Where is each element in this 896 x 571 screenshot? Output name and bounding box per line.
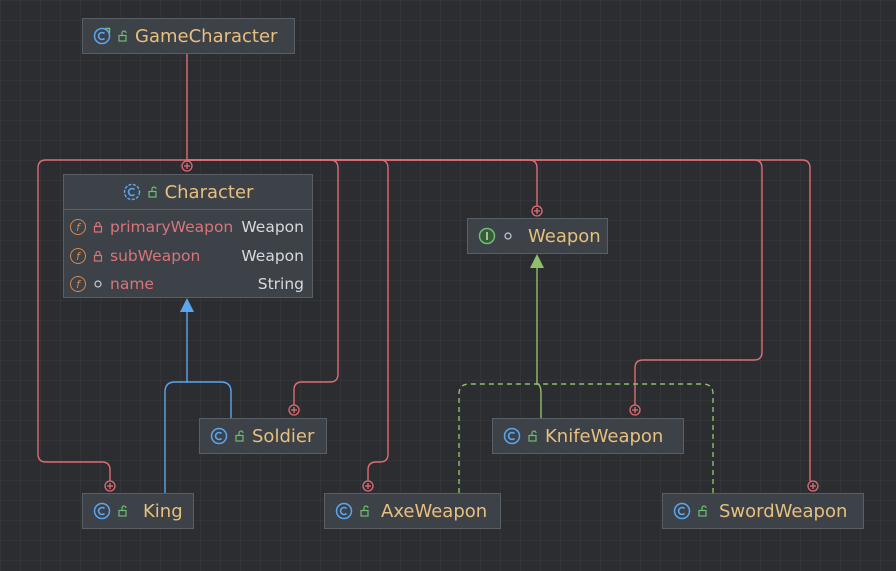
private-lock-icon (93, 250, 103, 262)
node-header: King (83, 494, 193, 528)
node-soldier[interactable]: Soldier (199, 418, 327, 454)
inner-marker-character (181, 160, 193, 172)
node-header: SwordWeapon (663, 494, 863, 528)
public-access-icon (360, 505, 369, 517)
abstract-class-icon (123, 183, 140, 201)
public-access-icon (118, 30, 127, 42)
class-icon (503, 427, 521, 445)
node-header: AxeWeapon (325, 494, 500, 528)
node-header: Weapon (468, 219, 607, 253)
field-type: Weapon (241, 246, 304, 265)
inner-marker-knifeweapon (629, 404, 641, 416)
package-private-icon (504, 232, 512, 240)
package-private-icon (94, 280, 102, 288)
field-row[interactable]: f subWeapon Weapon (70, 242, 304, 271)
edge-knifeweapon-implements-weapon (536, 266, 542, 418)
edge-king-extends-character (164, 310, 188, 493)
class-icon (335, 502, 353, 520)
node-gamecharacter[interactable]: GameCharacter (82, 18, 295, 54)
public-access-icon (118, 505, 127, 517)
public-access-icon (528, 430, 537, 442)
node-weapon[interactable]: Weapon (467, 218, 608, 254)
field-name: primaryWeapon (110, 218, 234, 237)
inner-marker-soldier (288, 404, 300, 416)
field-type: String (257, 275, 304, 294)
public-access-icon (698, 505, 707, 517)
field-icon: f (70, 219, 86, 236)
class-icon (673, 502, 691, 520)
field-icon: f (70, 276, 86, 293)
field-row[interactable]: f name String (70, 270, 304, 299)
node-knifeweapon[interactable]: KnifeWeapon (492, 418, 684, 454)
inner-marker-axeweapon (362, 480, 374, 492)
node-header: KnifeWeapon (493, 419, 683, 453)
node-title: GameCharacter (135, 25, 278, 47)
node-header: Soldier (200, 419, 326, 453)
node-title: AxeWeapon (381, 500, 488, 522)
field-row[interactable]: f primaryWeapon Weapon (70, 213, 304, 242)
public-access-icon (147, 186, 157, 198)
class-icon (210, 427, 228, 445)
inner-marker-weapon (531, 205, 543, 217)
node-title: Weapon (528, 225, 601, 247)
class-icon (93, 27, 111, 45)
interface-icon (478, 227, 496, 245)
node-header: GameCharacter (83, 19, 294, 53)
private-lock-icon (93, 222, 103, 233)
node-king[interactable]: King (82, 493, 194, 529)
node-swordweapon[interactable]: SwordWeapon (662, 493, 864, 529)
implements-arrowhead (530, 254, 544, 268)
node-axeweapon[interactable]: AxeWeapon (324, 493, 501, 529)
node-title: King (143, 500, 183, 522)
class-icon (93, 502, 111, 520)
inner-marker-king (104, 480, 116, 492)
node-title: Soldier (252, 425, 315, 447)
public-access-icon (235, 430, 244, 442)
inner-marker-swordweapon (807, 480, 819, 492)
field-icon: f (70, 247, 86, 264)
node-character[interactable]: Character f primaryWeapon Weapon f subWe… (63, 174, 313, 298)
node-title: Character (164, 181, 254, 203)
field-type: Weapon (241, 218, 304, 237)
node-header: Character (64, 175, 312, 209)
node-title: KnifeWeapon (545, 425, 664, 447)
field-name: name (110, 275, 154, 294)
node-title: SwordWeapon (719, 500, 848, 522)
edge-soldier-extends-character (187, 381, 232, 418)
field-name: subWeapon (110, 246, 201, 265)
field-list: f primaryWeapon Weapon f subWeapon Weapo… (64, 209, 312, 303)
